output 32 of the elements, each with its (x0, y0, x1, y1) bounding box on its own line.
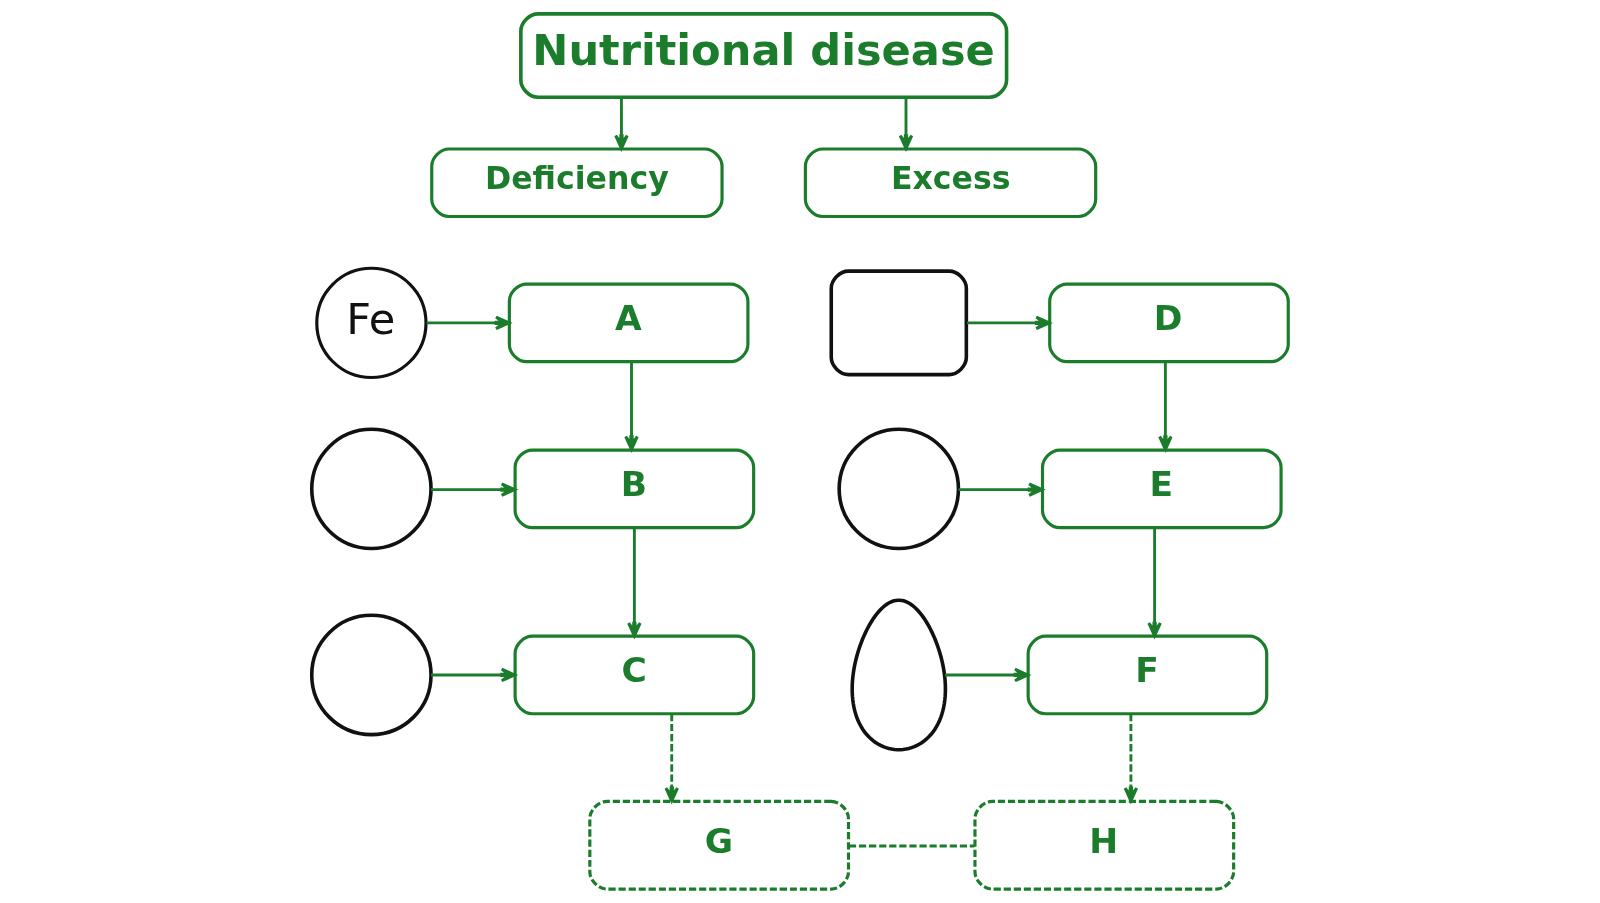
node-box: Excess (803, 147, 1098, 219)
node-box: C (513, 634, 756, 716)
arrow (967, 315, 1051, 331)
arrow (1147, 527, 1162, 638)
node-box: A (507, 282, 750, 364)
arrow (431, 482, 517, 497)
arrow (426, 315, 511, 331)
connector (849, 844, 975, 848)
arrow (1123, 714, 1139, 803)
node-box: D (1048, 282, 1290, 364)
node-box (829, 269, 969, 377)
arrow (664, 714, 679, 803)
node-circle (309, 427, 433, 551)
arrow (614, 97, 629, 151)
arrow (944, 667, 1030, 683)
node-circle (837, 427, 961, 551)
arrow (624, 361, 639, 452)
node-box: H (973, 799, 1236, 891)
arrow (898, 97, 914, 151)
node-box: Nutritional disease (519, 12, 1009, 100)
node-box: F (1026, 634, 1269, 716)
node-person (850, 598, 948, 752)
node-box: Deficiency (430, 147, 724, 219)
node-circle (309, 613, 433, 737)
arrow (958, 482, 1044, 497)
node-box: G (588, 799, 851, 891)
arrow (1158, 361, 1173, 452)
node-circle: Fe (315, 266, 428, 380)
node-box: E (1040, 448, 1283, 530)
arrow (627, 527, 642, 638)
arrow (431, 667, 517, 683)
node-box: B (513, 448, 756, 530)
